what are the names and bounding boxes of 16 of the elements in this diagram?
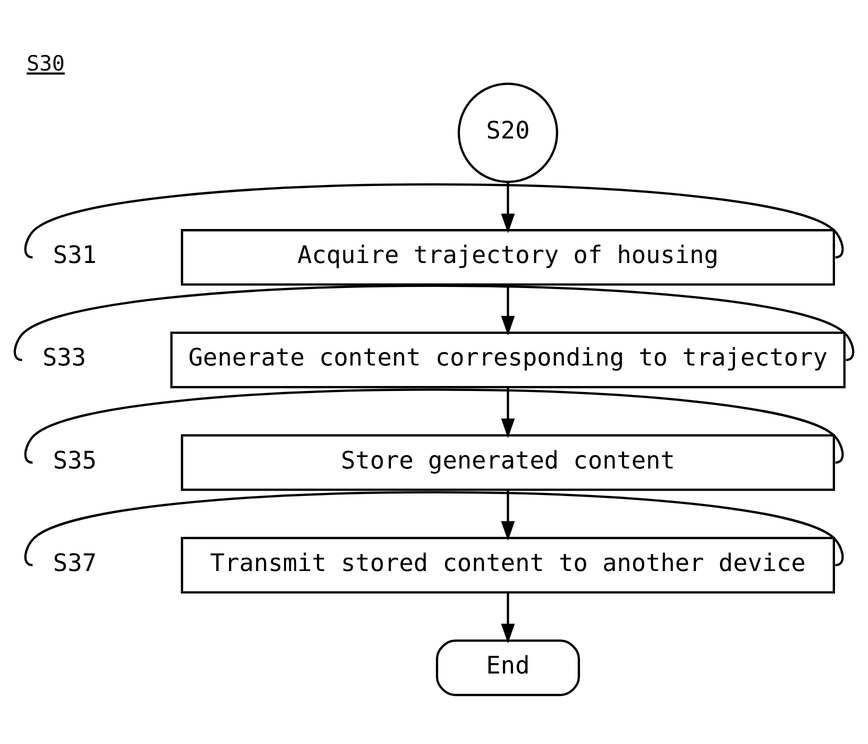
node-box: Transmit stored content to another device bbox=[180, 536, 836, 594]
arrow bbox=[501, 182, 515, 234]
diagram-title: S30 bbox=[26, 50, 65, 76]
node-box: Acquire trajectory of housing bbox=[180, 229, 836, 286]
arrow bbox=[501, 388, 515, 438]
arrow bbox=[501, 490, 515, 541]
node-box: Store generated content bbox=[180, 434, 836, 491]
node-text: S37 bbox=[53, 548, 97, 577]
node-box: Generate content corresponding to trajectory bbox=[170, 332, 846, 388]
arrow bbox=[501, 592, 515, 644]
node-text: S35 bbox=[53, 446, 97, 474]
node-circle: S20 bbox=[458, 82, 558, 184]
node-text: S31 bbox=[53, 241, 97, 270]
node-text: S33 bbox=[42, 344, 86, 372]
node-box: End bbox=[436, 640, 580, 696]
arrow bbox=[501, 285, 515, 336]
